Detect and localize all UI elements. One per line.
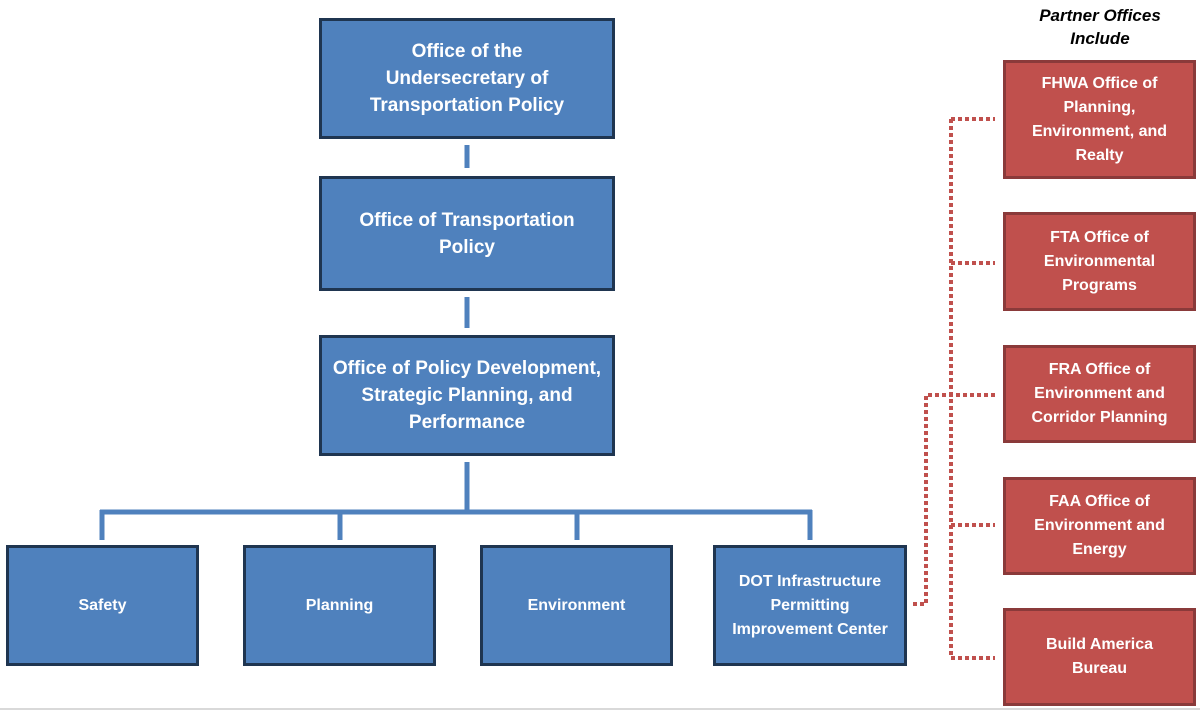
box-infrastructure-center-label: DOT Infrastructure Permitting Improvemen… [732,572,888,638]
dotted-connectors [913,117,995,660]
box-partner-build-america-label: Build America Bureau [1046,636,1153,677]
box-transportation-policy-label: Office of Transportation Policy [359,209,575,258]
box-partner-build-america: Build America Bureau [1003,608,1196,706]
box-environment-label: Environment [527,596,626,614]
box-planning-label: Planning [305,596,374,614]
box-policy-development: Office of Policy Development, Strategic … [319,335,615,456]
box-undersecretary-label: Office of the Undersecretary of Transpor… [369,41,565,116]
box-partner-faa: FAA Office of Environment and Energy [1003,477,1196,575]
box-partner-fra: FRA Office of Environment and Corridor P… [1003,345,1196,443]
box-planning: Planning [243,545,436,666]
box-partner-faa-label: FAA Office of Environment and Energy [1034,493,1165,558]
dotted-infrastructure-to-fra [913,393,995,606]
partner-offices-heading: Partner Offices Include [1039,6,1161,48]
box-transportation-policy: Office of Transportation Policy [319,176,615,291]
box-partner-fta-label: FTA Office of Environmental Programs [1043,228,1156,294]
box-partner-fta: FTA Office of Environmental Programs [1003,212,1196,311]
box-environment: Environment [480,545,673,666]
solid-connectors [99,145,813,540]
bottom-divider [0,708,1200,710]
box-policy-development-label: Office of Policy Development, Strategic … [332,358,602,433]
box-safety-label: Safety [78,596,127,614]
box-partner-fra-label: FRA Office of Environment and Corridor P… [1031,361,1168,426]
box-infrastructure-center: DOT Infrastructure Permitting Improvemen… [713,545,907,666]
box-undersecretary: Office of the Undersecretary of Transpor… [319,18,615,139]
box-safety: Safety [6,545,199,666]
box-partner-fhwa-label: FHWA Office of Planning, Environment, an… [1031,74,1168,164]
box-partner-fhwa: FHWA Office of Planning, Environment, an… [1003,60,1196,179]
